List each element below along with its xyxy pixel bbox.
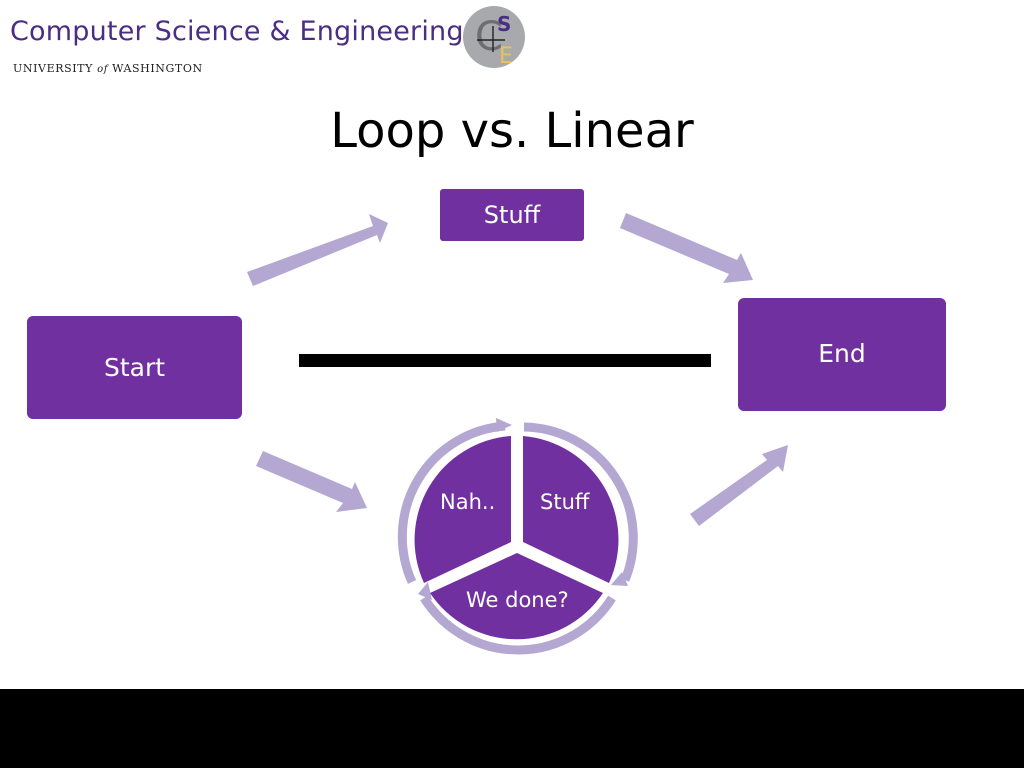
- node-end-label: End: [818, 339, 866, 368]
- cycle-label-nah: Nah..: [440, 490, 496, 514]
- arrow-cycle-to-end-icon: [690, 445, 788, 526]
- arrow-start-to-cycle-icon: [256, 451, 367, 512]
- cse-logo-icon: C S E: [463, 6, 525, 69]
- logo-letter-c: C: [475, 14, 503, 60]
- university-suffix: WASHINGTON: [112, 62, 203, 75]
- node-start-label: Start: [103, 353, 166, 382]
- cycle-label-stuff: Stuff: [540, 490, 590, 514]
- node-end: End: [738, 298, 946, 411]
- university-of: of: [97, 64, 109, 75]
- university-name: UNIVERSITY of WASHINGTON: [13, 62, 203, 75]
- node-stuff: Stuff: [440, 189, 584, 241]
- cycle-arrowhead-icon: [496, 418, 512, 432]
- cycle-arrowhead-icon: [418, 582, 432, 600]
- cycle-segment-we-done: [430, 553, 603, 640]
- slide-title: Loop vs. Linear: [330, 103, 694, 159]
- arrow-start-to-stuff-icon: [247, 214, 388, 286]
- cycle-label-we-done: We done?: [466, 588, 569, 612]
- cycle-arrowhead-icon: [611, 572, 628, 586]
- arrow-stuff-to-end-icon: [620, 213, 753, 283]
- footer-bar: [0, 689, 1024, 768]
- node-stuff-label: Stuff: [483, 201, 541, 229]
- linear-divider: [299, 354, 711, 367]
- node-start: Start: [27, 316, 242, 419]
- header-title: Computer Science & Engineering: [10, 16, 464, 47]
- logo-letter-s: S: [497, 12, 511, 36]
- university-prefix: UNIVERSITY: [13, 62, 93, 75]
- cycle-ring-arc: [523, 422, 638, 582]
- cycle-ring-arc: [397, 421, 506, 584]
- cycle-segment-stuff: [523, 436, 619, 583]
- cycle-segment-nah: [414, 436, 511, 583]
- logo-letter-e: E: [499, 44, 513, 69]
- cycle-ring-arc: [420, 595, 616, 655]
